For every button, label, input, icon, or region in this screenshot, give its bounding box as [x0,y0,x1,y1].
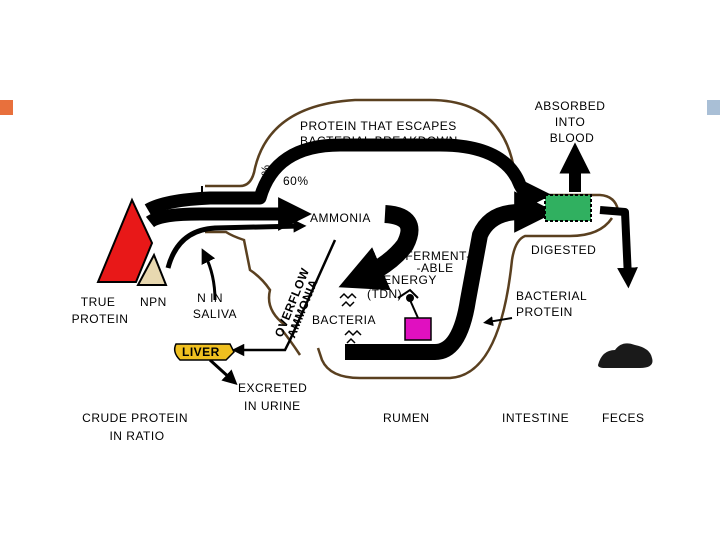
protein-escape-arrow [144,138,552,216]
digested-label: DIGESTED [531,243,596,257]
excreted-label: EXCRETED IN URINE [238,381,311,413]
slide-marker-right [707,100,720,115]
protein-escapes-label: PROTEIN THAT ESCAPES BACTERIAL BREAKDOWN [300,119,461,148]
feces-arrow [599,206,638,289]
overflow-ammonia-line [231,239,337,357]
slide-marker-left [0,100,13,115]
n-in-saliva-label: N IN SALIVA [193,291,237,321]
saliva-arrow [201,248,217,301]
liver-shape [173,343,235,361]
intestine-label: INTESTINE [502,411,569,425]
absorbed-label: ABSORBED INTO BLOOD [535,99,610,145]
intestine-box [544,194,592,222]
feces-label: FECES [602,411,645,425]
bacteria-label: BACTERIA [312,313,376,327]
feces-pile [598,343,653,368]
npn-to-ammonia-arrow [165,219,307,269]
bacteria-icons [339,292,362,344]
rumen-label: RUMEN [383,411,430,425]
npn-label: NPN [140,295,167,309]
energy-knob [406,294,414,302]
bacterial-protein-arrow [345,191,556,360]
energy-to-bacteria-line [397,288,419,299]
true-protein-label: TRUE PROTEIN [72,295,129,326]
bacterial-protein-label: BACTERIAL PROTEIN [516,289,591,319]
overflow-label: OVERFLOW AMMONIA [272,262,325,343]
ammonia-to-bacteria-arrow [338,205,419,291]
ammonia-label: AMMONIA [310,211,371,225]
npn-shape [136,252,168,286]
crude-protein-label: CRUDE PROTEIN IN RATIO [82,411,192,443]
bacterial-protein-pointer [483,316,513,327]
tdn-label: (TDN) [367,287,402,301]
energy-block [404,317,432,341]
pct-60-label: 60% [283,174,309,188]
rumen-outline [205,98,620,380]
true-protein-shape [96,197,154,283]
pct-40-label: 40% [259,164,273,190]
energy-stem [409,299,419,319]
excretion-arrow [208,358,238,386]
liver-label: LIVER [182,345,220,359]
protein-to-ammonia-arrow [145,197,312,231]
ferment-label: FERMENT- -ABLE ENERGY [383,249,474,287]
